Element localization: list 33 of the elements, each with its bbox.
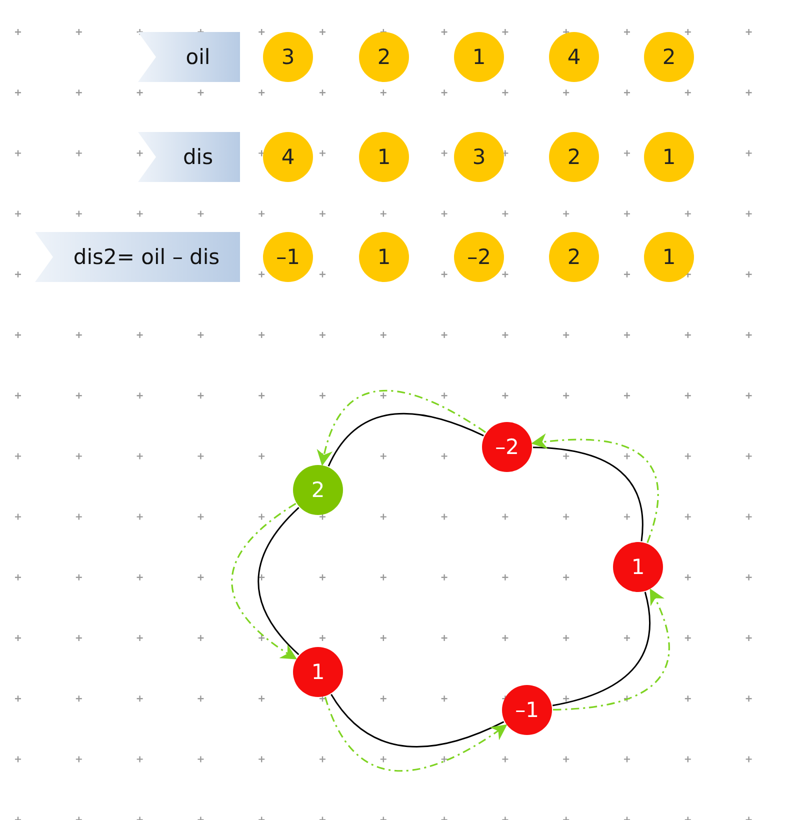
value-circle: 2 [293, 465, 343, 515]
value-circle: –2 [482, 422, 532, 472]
value-circle: 1 [613, 542, 663, 592]
value-circle: 1 [293, 647, 343, 697]
value-circle: 2 [549, 232, 599, 282]
row-label-tag: oil [138, 32, 240, 82]
value-circle: 1 [359, 232, 409, 282]
ring-connector [532, 446, 644, 542]
value-circle: 1 [644, 132, 694, 182]
value-circle: 1 [454, 32, 504, 82]
value-circle: 2 [549, 132, 599, 182]
flow-arrow [324, 696, 508, 772]
row-label-tag: dis2= oil – dis [35, 232, 240, 282]
row-label-tag: dis [138, 132, 240, 182]
ring-connector [328, 413, 484, 467]
value-circle: 2 [359, 32, 409, 82]
value-circle: 2 [644, 32, 694, 82]
value-circle: 4 [549, 32, 599, 82]
ring-connector [552, 592, 650, 706]
ring-connector [258, 507, 300, 656]
flow-arrow [231, 502, 298, 660]
value-circle: 3 [263, 32, 313, 82]
value-circle: 1 [644, 232, 694, 282]
value-circle: 1 [359, 132, 409, 182]
value-circle: 4 [263, 132, 313, 182]
flow-arrow [552, 588, 670, 710]
ring-connector [330, 694, 504, 748]
flow-arrow [318, 390, 486, 466]
flow-arrow [531, 434, 659, 543]
value-circle: 3 [454, 132, 504, 182]
value-circle: –1 [263, 232, 313, 282]
value-circle: –1 [502, 685, 552, 735]
value-circle: –2 [454, 232, 504, 282]
